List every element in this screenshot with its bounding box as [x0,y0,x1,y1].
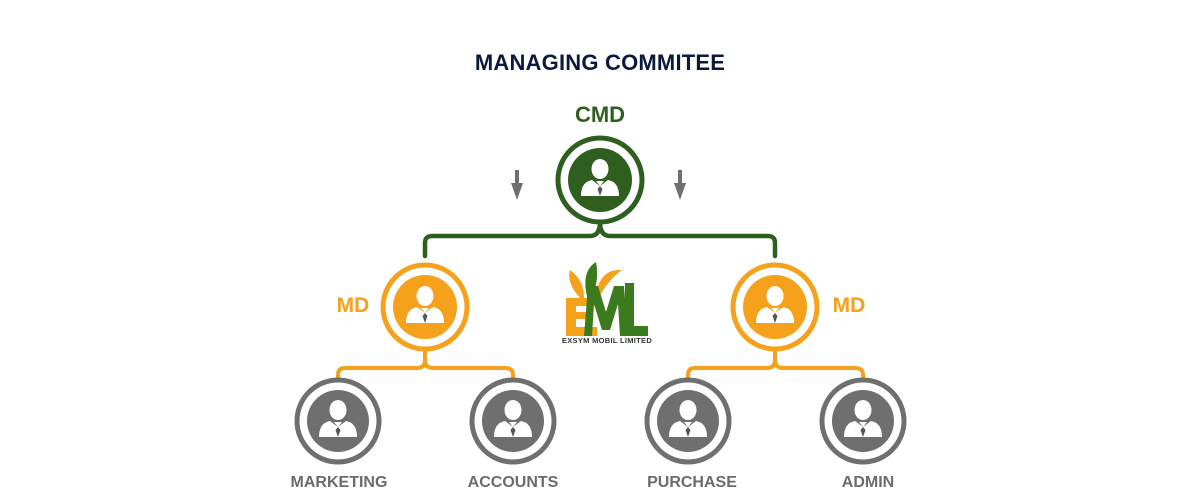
dept-label-admin: ADMIN [841,474,895,491]
dept-label-marketing: MARKETING [290,474,388,491]
page-title: MANAGING COMMITEE [474,50,726,75]
dept-node-purchase [644,377,732,465]
dept-label-accounts: ACCOUNTS [467,474,559,491]
dept-node-marketing [294,377,382,465]
cmd-label: CMD [574,102,626,127]
md-left-to-dept-connector [336,348,515,382]
eml-logo [566,262,648,336]
cmd-to-md-connector [422,219,778,259]
cmd-node [555,135,645,225]
md-right-node [730,262,820,352]
md-right-label: MD [832,294,866,317]
dept-node-accounts [469,377,557,465]
down-arrow-icon [674,170,686,200]
logo-tagline: EXSYM MOBIL LIMITED [561,336,653,345]
md-left-node [380,262,470,352]
md-left-label: MD [336,294,370,317]
dept-node-admin [819,377,907,465]
down-arrow-icon [511,170,523,200]
dept-label-purchase: PURCHASE [647,474,737,491]
md-right-to-dept-connector [686,348,865,382]
